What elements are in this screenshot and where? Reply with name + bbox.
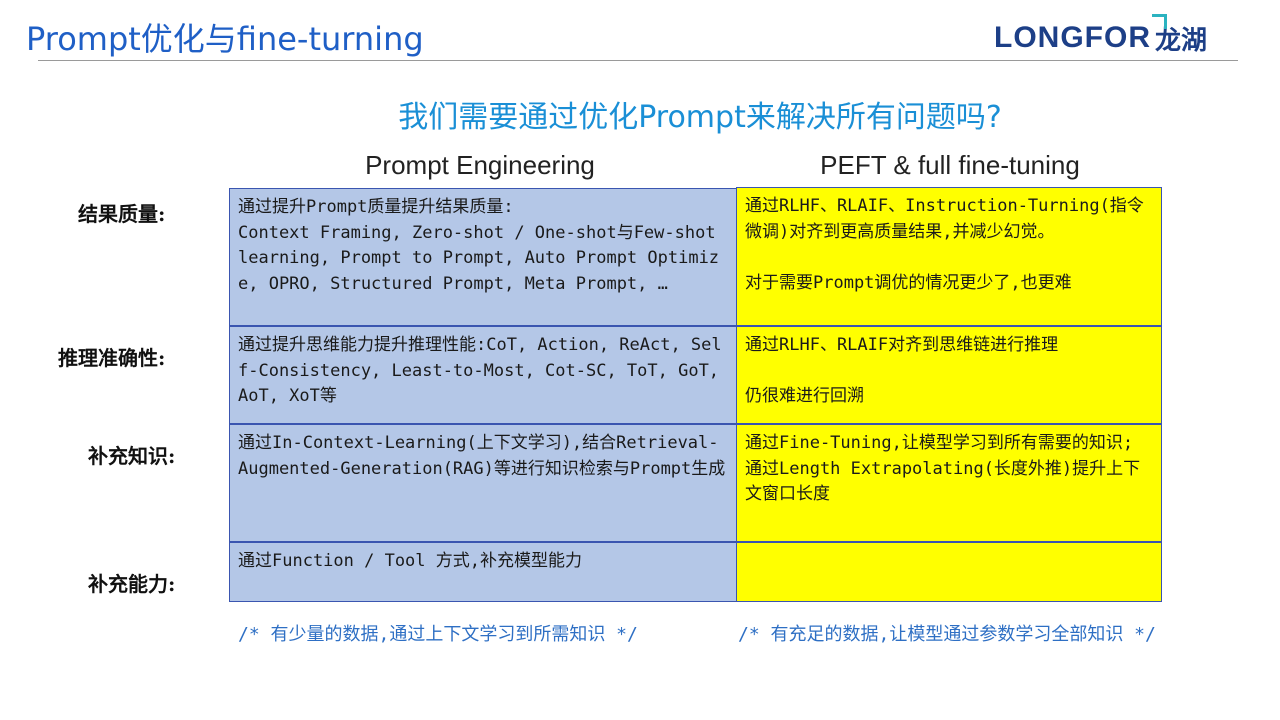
cell-result-quality-prompt: 通过提升Prompt质量提升结果质量: Context Framing, Zer… — [229, 188, 737, 326]
row-label-result-quality: 结果质量: — [78, 202, 166, 226]
row-label-capability-supplement: 补充能力: — [88, 572, 176, 596]
row-label-reasoning-accuracy: 推理准确性: — [58, 346, 166, 370]
logo-chinese-text: 龙湖 — [1155, 25, 1208, 56]
column-header-prompt-engineering: Prompt Engineering — [365, 150, 595, 180]
header-divider — [38, 60, 1238, 61]
logo-corner-mark-icon — [1152, 14, 1167, 29]
cell-knowledge-finetune: 通过Fine-Tuning,让模型学习到所有需要的知识; 通过Length Ex… — [736, 424, 1162, 542]
row-label-knowledge-supplement: 补充知识: — [88, 444, 176, 468]
cell-reasoning-prompt: 通过提升思维能力提升推理性能:CoT, Action, ReAct, Self-… — [229, 326, 737, 424]
logo-text: LONGFOR — [994, 21, 1151, 54]
note-prompt-engineering: /* 有少量的数据,通过上下文学习到所需知识 */ — [238, 624, 638, 645]
cell-result-quality-finetune: 通过RLHF、RLAIF、Instruction-Turning(指令微调)对齐… — [736, 187, 1162, 326]
company-logo: LONGFOR 龙湖 — [994, 14, 1208, 58]
note-fine-tuning: /* 有充足的数据,让模型通过参数学习全部知识 */ — [738, 624, 1156, 645]
cell-knowledge-prompt: 通过In-Context-Learning(上下文学习),结合Retrieval… — [229, 424, 737, 542]
column-header-fine-tuning: PEFT & full fine-tuning — [820, 150, 1080, 180]
cell-capability-prompt: 通过Function / Tool 方式,补充模型能力 — [229, 542, 737, 602]
main-question: 我们需要通过优化Prompt来解决所有问题吗? — [398, 100, 1002, 135]
slide-title: Prompt优化与fine-turning — [26, 20, 424, 58]
cell-capability-finetune — [736, 542, 1162, 602]
cell-reasoning-finetune: 通过RLHF、RLAIF对齐到思维链进行推理 仍很难进行回溯 — [736, 326, 1162, 424]
